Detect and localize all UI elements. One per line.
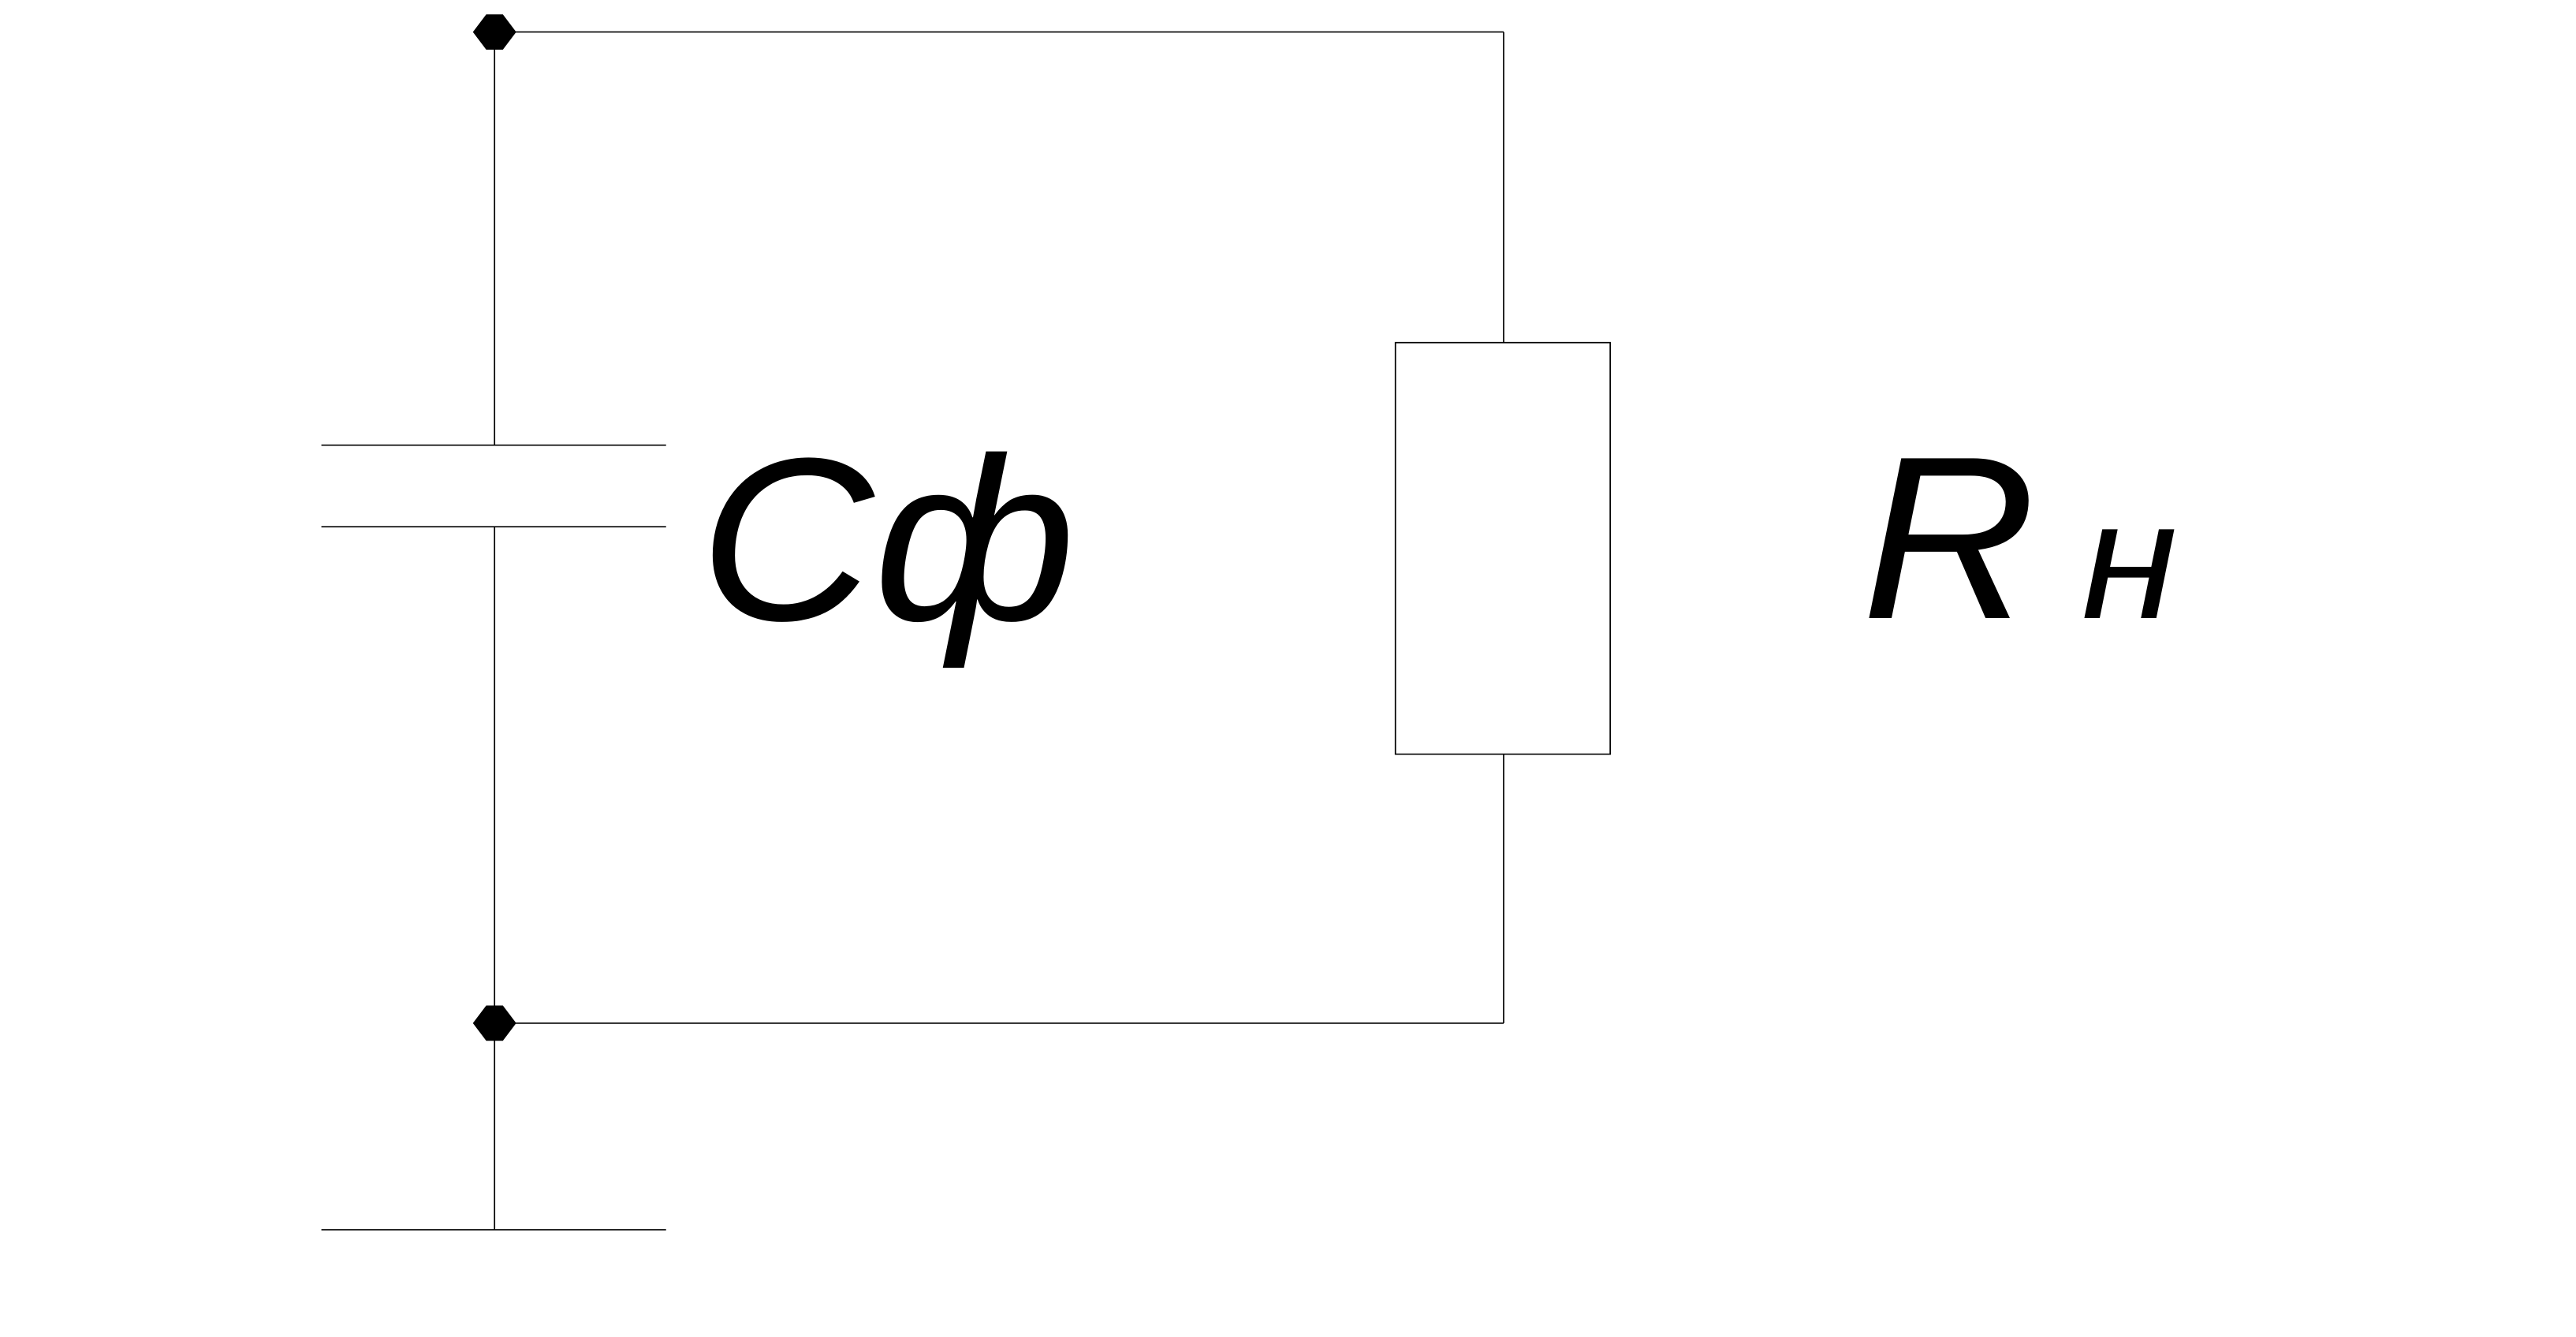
resistor-label-main: R [1862,408,2036,667]
junction-node-bottom [472,1005,516,1041]
junction-node-top [472,14,516,50]
resistor-symbol [1394,341,1611,755]
resistor-label-subscript: н [2082,467,2178,654]
capacitor-symbol [321,444,666,528]
bottom-wire [494,754,1504,1024]
capacitor-label: Cф [699,409,1076,670]
resistor-label: R н [1862,408,2178,667]
top-wire [494,31,1504,343]
